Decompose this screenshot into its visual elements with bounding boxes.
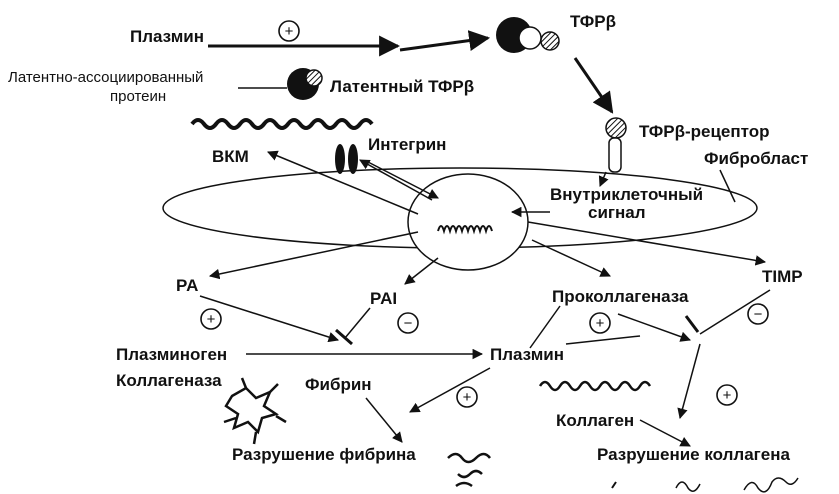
receptor-to-signal-arrow bbox=[600, 172, 606, 186]
ecm-label: ВКМ bbox=[212, 147, 249, 166]
ecm-fiber-icon bbox=[192, 120, 372, 128]
lap-label-line1: Латентно-ассоциированный bbox=[8, 69, 203, 86]
tgfb-receptor-icon bbox=[606, 118, 626, 172]
minus-symbol: − bbox=[404, 315, 413, 332]
plus-symbol: + bbox=[596, 315, 605, 332]
plus-sign-fibrin: + bbox=[457, 387, 477, 407]
plasminogen-label: Плазминоген bbox=[116, 345, 227, 364]
fibrin-fragments-icon bbox=[448, 454, 490, 486]
plus-sign-procollagenase: + bbox=[590, 313, 610, 333]
tgfb-receptor-label: ТФРβ-рецептор bbox=[639, 122, 770, 141]
integrin-to-nucleus-arrow bbox=[368, 162, 438, 198]
plus-sign-collagen: + bbox=[717, 385, 737, 405]
plasmin-to-fibrin-degradation-arrow bbox=[410, 368, 490, 412]
timp-label: TIMP bbox=[762, 267, 803, 286]
plus-sign-top: + bbox=[279, 21, 299, 41]
nucleus-to-timp-arrow bbox=[528, 222, 765, 262]
nucleus bbox=[408, 174, 528, 270]
plus-symbol: + bbox=[463, 389, 472, 406]
tgfb-to-receptor-arrow bbox=[575, 58, 612, 112]
minus-sign-timp: − bbox=[748, 304, 768, 324]
integrin-icon bbox=[335, 144, 358, 174]
timp-inhibition-bar bbox=[686, 316, 698, 332]
active-tgfb-icon bbox=[496, 17, 559, 53]
procollagenase-label: Проколлагеназа bbox=[552, 287, 689, 306]
pa-label: PA bbox=[176, 276, 198, 295]
fibroblast-pointer-line bbox=[720, 170, 735, 202]
signal-label-line1: Внутриклеточный bbox=[550, 185, 703, 204]
tgfb-label: ТФРβ bbox=[570, 12, 616, 31]
fibrin-to-degradation-arrow bbox=[366, 398, 402, 442]
signal-label-line2: сигнал bbox=[588, 203, 646, 222]
collagen-fragments-icon bbox=[676, 478, 798, 492]
plasmin-top-label: Плазмин bbox=[130, 27, 204, 46]
plus-symbol: + bbox=[285, 23, 294, 40]
collagen-label: Коллаген bbox=[556, 411, 634, 430]
collagenase-label: Коллагеназа bbox=[116, 371, 222, 390]
plus-symbol: + bbox=[207, 311, 216, 328]
plus-symbol: + bbox=[723, 387, 732, 404]
minus-sign-pai: − bbox=[398, 313, 418, 333]
minus-symbol: − bbox=[754, 306, 763, 323]
plus-sign-pa: + bbox=[201, 309, 221, 329]
latent-tgfb-label: Латентный ТФРβ bbox=[330, 77, 474, 96]
procollagenase-branch-line bbox=[530, 306, 560, 348]
collagen-to-degradation-arrow bbox=[640, 420, 690, 446]
procollagenase-activation-arrow bbox=[618, 314, 690, 340]
collagen-degradation-label: Разрушение коллагена bbox=[597, 445, 790, 464]
plasmin-mid-label: Плазмин bbox=[490, 345, 564, 364]
plasmin-to-collagenase-line bbox=[566, 336, 640, 344]
pai-label: PAI bbox=[370, 289, 397, 308]
lap-label-line2: протеин bbox=[110, 88, 166, 105]
fibrin-network-icon bbox=[224, 378, 286, 444]
nucleus-to-pai-arrow bbox=[405, 258, 438, 284]
fibroblast-label: Фибробласт bbox=[704, 149, 808, 168]
fibrin-label: Фибрин bbox=[305, 375, 372, 394]
latent-tgfb-complex-icon bbox=[287, 68, 322, 100]
integrin-label: Интегрин bbox=[368, 135, 446, 154]
collagenase-to-degradation-arrow bbox=[680, 344, 700, 418]
pai-inhibition-line bbox=[345, 308, 370, 338]
fibrin-degradation-label: Разрушение фибрина bbox=[232, 445, 416, 464]
to-active-tgfb-arrow bbox=[400, 38, 488, 50]
collagen-fiber-icon bbox=[540, 382, 650, 390]
fragment-mark-icon bbox=[612, 482, 616, 488]
nucleus-to-pa-arrow bbox=[210, 232, 418, 276]
